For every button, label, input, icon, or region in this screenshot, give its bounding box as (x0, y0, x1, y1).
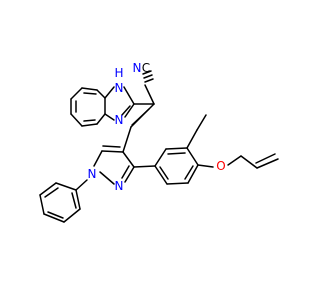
bond (70, 87, 83, 100)
bond (101, 150, 124, 153)
pyrazole-n2-label: N (115, 179, 124, 193)
bond (96, 89, 106, 99)
bond (122, 151, 135, 168)
structure-canvas: H N N N C N N O (39, 61, 279, 223)
bond (75, 179, 88, 191)
bond (167, 152, 186, 155)
bond (256, 158, 279, 169)
bond (124, 166, 135, 183)
aryl-ring (133, 114, 214, 185)
bond (184, 165, 194, 180)
bond (121, 105, 131, 116)
bond (102, 145, 121, 148)
bond (122, 126, 132, 153)
bond (70, 113, 83, 127)
bond (159, 166, 169, 180)
bond (131, 108, 150, 126)
bond (142, 70, 152, 75)
allyl-chain (227, 153, 279, 169)
atom-labels: H N N N C N N O (88, 61, 226, 193)
bond (144, 84, 155, 105)
bond (83, 92, 97, 95)
bond (39, 182, 57, 196)
pyrazole-ring (93, 145, 135, 185)
bond (165, 147, 188, 150)
bond (81, 87, 98, 91)
bond (154, 148, 167, 167)
imine-nitrogen-label: N (115, 113, 124, 127)
pyrazole-n1-label: N (88, 167, 97, 181)
methyl-bond (196, 114, 207, 131)
benzimidazole-benzene-ring (70, 87, 106, 127)
bond (121, 165, 130, 179)
bond (197, 164, 214, 168)
bond (99, 171, 115, 185)
bond (96, 113, 106, 125)
ether-oxygen-label: O (216, 159, 225, 173)
molecule-diagram: H N N N C N N O (39, 61, 279, 223)
bond (166, 182, 189, 185)
bond (44, 187, 59, 198)
bond (47, 211, 64, 219)
bond (133, 165, 156, 168)
bond (240, 155, 258, 169)
bond (39, 194, 45, 215)
nh-nitrogen-label: N (115, 81, 124, 95)
bond (104, 86, 115, 99)
methyl-bond (186, 129, 198, 149)
bond (154, 165, 168, 185)
bond (186, 147, 199, 166)
bond (43, 213, 65, 223)
bond (104, 113, 115, 121)
bond (63, 208, 81, 223)
n-phenyl-ring (39, 179, 88, 223)
nh-hydrogen-label: H (114, 66, 123, 80)
bond (144, 78, 154, 83)
bond (227, 155, 242, 166)
bond (143, 74, 153, 79)
imidazole-ring (104, 86, 135, 121)
bond (71, 192, 77, 209)
bond (81, 123, 98, 127)
bond (93, 150, 103, 167)
bond (187, 164, 199, 184)
bond (255, 153, 276, 164)
nitrile-carbon-label: C (142, 61, 150, 75)
bond (124, 103, 135, 118)
nitrile-nitrogen-label: N (133, 61, 142, 75)
bond (75, 189, 81, 210)
bond (55, 182, 77, 191)
acrylonitrile-linker (122, 70, 155, 153)
bond (123, 86, 135, 105)
bond (83, 119, 96, 122)
